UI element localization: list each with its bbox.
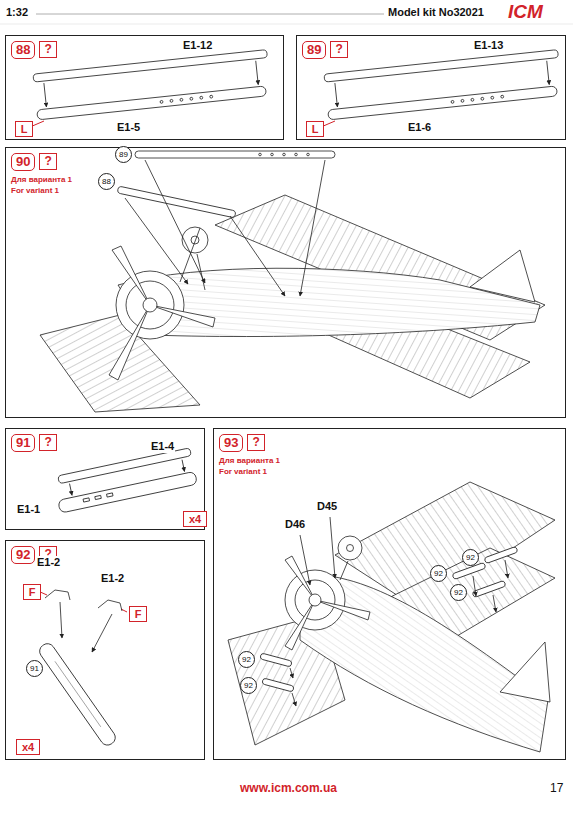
part-name: E1-4 <box>150 440 175 453</box>
part-name: D45 <box>316 500 338 513</box>
leader-lines <box>30 121 335 612</box>
callout-number: 92 <box>430 565 447 582</box>
part-name: E1-12 <box>182 39 213 52</box>
part-name: E1-13 <box>473 39 504 52</box>
question-mark: ? <box>247 434 264 451</box>
callout-number: 92 <box>450 584 467 601</box>
callout-number: 92 <box>462 549 479 566</box>
step-number: 93 <box>219 434 243 452</box>
variant-note: Для варианта 1 <box>11 175 72 185</box>
variant-note: For variant 1 <box>11 186 59 196</box>
step-number: 90 <box>11 153 35 171</box>
part-tag-text: F <box>24 585 40 599</box>
part-name: E1-5 <box>116 121 141 134</box>
website: www.icm.com.ua <box>240 781 337 795</box>
step-panel: 90? Для варианта 1For variant 1 <box>5 147 566 418</box>
variant-note: Для варианта 1 <box>219 456 280 466</box>
callout-number: 92 <box>240 677 257 694</box>
strut-parts <box>33 50 563 120</box>
fairing-parts <box>37 448 198 748</box>
part-tag: L <box>306 121 324 137</box>
variant-note: For variant 1 <box>219 467 267 477</box>
part-tag: x4 <box>183 511 207 527</box>
part-name: E1-6 <box>407 121 432 134</box>
brand-logo: ICM <box>508 1 543 23</box>
callout-number: 92 <box>238 651 255 668</box>
part-tag: F <box>129 606 147 622</box>
part-name: D46 <box>284 518 306 531</box>
question-mark: ? <box>39 41 56 58</box>
part-tag-text: L <box>307 122 323 136</box>
header-rule <box>0 14 573 24</box>
step-number: 92 <box>11 546 35 564</box>
step-number: 89 <box>302 41 326 59</box>
part-tag: L <box>15 121 33 137</box>
scale: 1:32 <box>6 6 28 18</box>
part-tag-text: F <box>130 607 146 621</box>
biplane-step-93 <box>228 482 555 752</box>
callout-number: 89 <box>115 146 132 163</box>
page-number: 17 <box>550 781 563 795</box>
kit-number: Model kit No32021 <box>388 6 484 18</box>
part-name: E1-1 <box>16 503 41 516</box>
part-tag: x4 <box>16 739 40 755</box>
part-tag-text: L <box>16 122 32 136</box>
question-mark: ? <box>39 153 56 170</box>
part-tag: F <box>23 584 41 600</box>
step-number: 91 <box>11 434 35 452</box>
step-panel: 88? L <box>5 35 284 140</box>
part-name: E1-2 <box>100 572 125 585</box>
step-number: 88 <box>11 41 35 59</box>
part-tag-text: x4 <box>184 512 206 526</box>
callout-number: 91 <box>26 660 43 677</box>
question-mark: ? <box>330 41 347 58</box>
biplane-step-90 <box>40 151 545 412</box>
step-panel: 93? Для варианта 1For variant 1 <box>213 428 566 760</box>
callout-number: 88 <box>98 173 115 190</box>
part-name: E1-2 <box>36 556 61 569</box>
question-mark: ? <box>39 434 56 451</box>
part-tag-text: x4 <box>17 740 39 754</box>
